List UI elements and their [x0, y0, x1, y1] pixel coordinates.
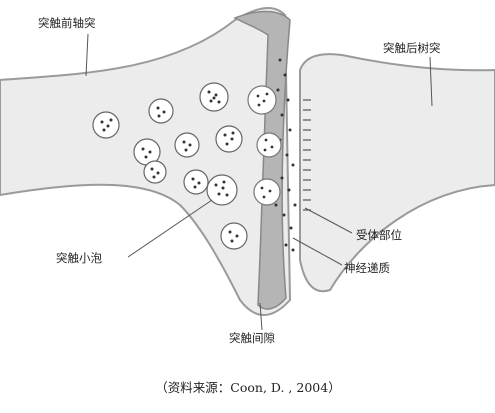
presynaptic-membrane [233, 10, 291, 310]
postsynaptic-dendrite [299, 53, 495, 293]
label-receptor-site: 受体部位 [356, 228, 402, 242]
leader-postsynaptic-dendrite [429, 56, 433, 107]
leader-synaptic-vesicle [127, 199, 213, 258]
leader-lines [85, 33, 433, 331]
label-neurotransmitter: 神经递质 [344, 261, 390, 275]
leader-neurotransmitter [292, 237, 343, 266]
vesicle-contents [100, 90, 239, 243]
fused-vesicles [247, 85, 282, 206]
neurotransmitter-dots [274, 58, 297, 252]
label-synaptic-vesicle: 突触小泡 [56, 251, 102, 265]
receptor-strip [303, 99, 311, 211]
label-presynaptic-axon: 突触前轴突 [38, 16, 96, 30]
fused-vesicle-contents [256, 92, 274, 199]
figure-caption: （资料来源：Coon, D. , 2004） [155, 380, 340, 395]
synaptic-vesicles [92, 82, 248, 250]
leader-receptor-site [304, 207, 353, 234]
label-synaptic-cleft: 突触间隙 [229, 331, 275, 345]
label-postsynaptic-dendrite: 突触后树突 [383, 41, 441, 55]
leader-synaptic-cleft [259, 302, 263, 331]
leader-presynaptic-axon [85, 33, 89, 77]
